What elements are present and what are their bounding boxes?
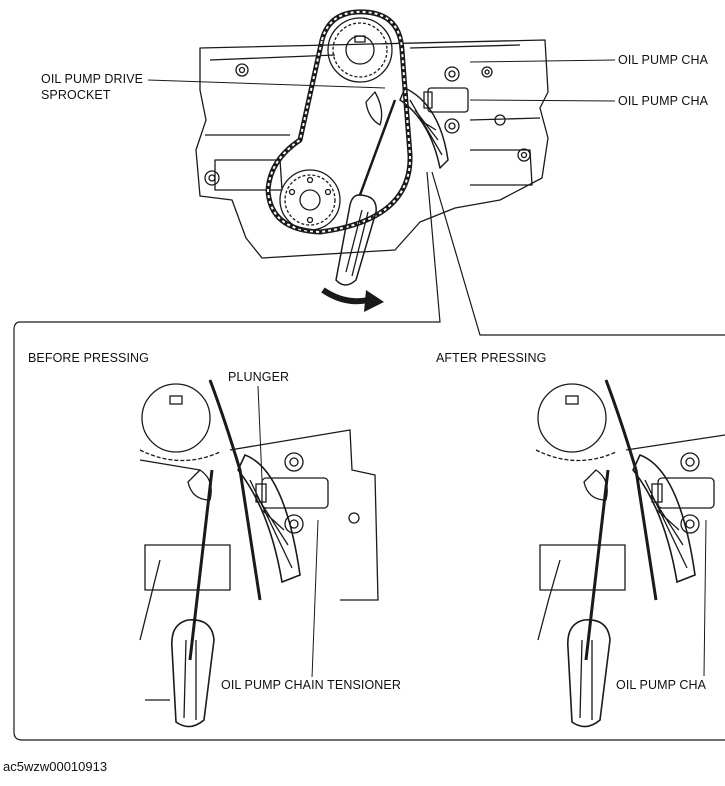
engine-block-outline [195, 39, 549, 259]
after-pressing-detail [535, 379, 725, 728]
label-plunger: PLUNGER [228, 370, 290, 384]
tensioner-top [399, 66, 469, 169]
label-after-pressing: AFTER PRESSING [436, 351, 547, 365]
figure-code: ac5wzw00010913 [3, 759, 108, 774]
engine-top-view [195, 9, 549, 312]
leader-lines-before [257, 385, 319, 679]
oil-pump-sprocket [279, 169, 341, 231]
rotation-arrow [321, 287, 369, 305]
before-pressing-detail [139, 379, 379, 728]
label-oil-pump-chain-right: OIL PUMP CHA [616, 678, 707, 692]
label-before-pressing: BEFORE PRESSING [28, 351, 149, 365]
label-oil-pump-chain-tensioner-top: OIL PUMP CHA [618, 94, 709, 108]
label-oil-pump-chain-tensioner: OIL PUMP CHAIN TENSIONER [221, 678, 401, 692]
callout-connectors [13, 171, 725, 741]
screwdriver-top [335, 91, 397, 286]
label-oil-pump-drive-sprocket: OIL PUMP DRIVE [41, 72, 144, 86]
leader-lines-after [703, 519, 707, 677]
oil-pump-drive-sprocket [327, 17, 393, 83]
leader-lines-top [147, 59, 616, 102]
label-oil-pump-chain: OIL PUMP CHA [618, 53, 709, 67]
label-oil-pump-drive-sprocket-line2: SPROCKET [41, 88, 111, 102]
